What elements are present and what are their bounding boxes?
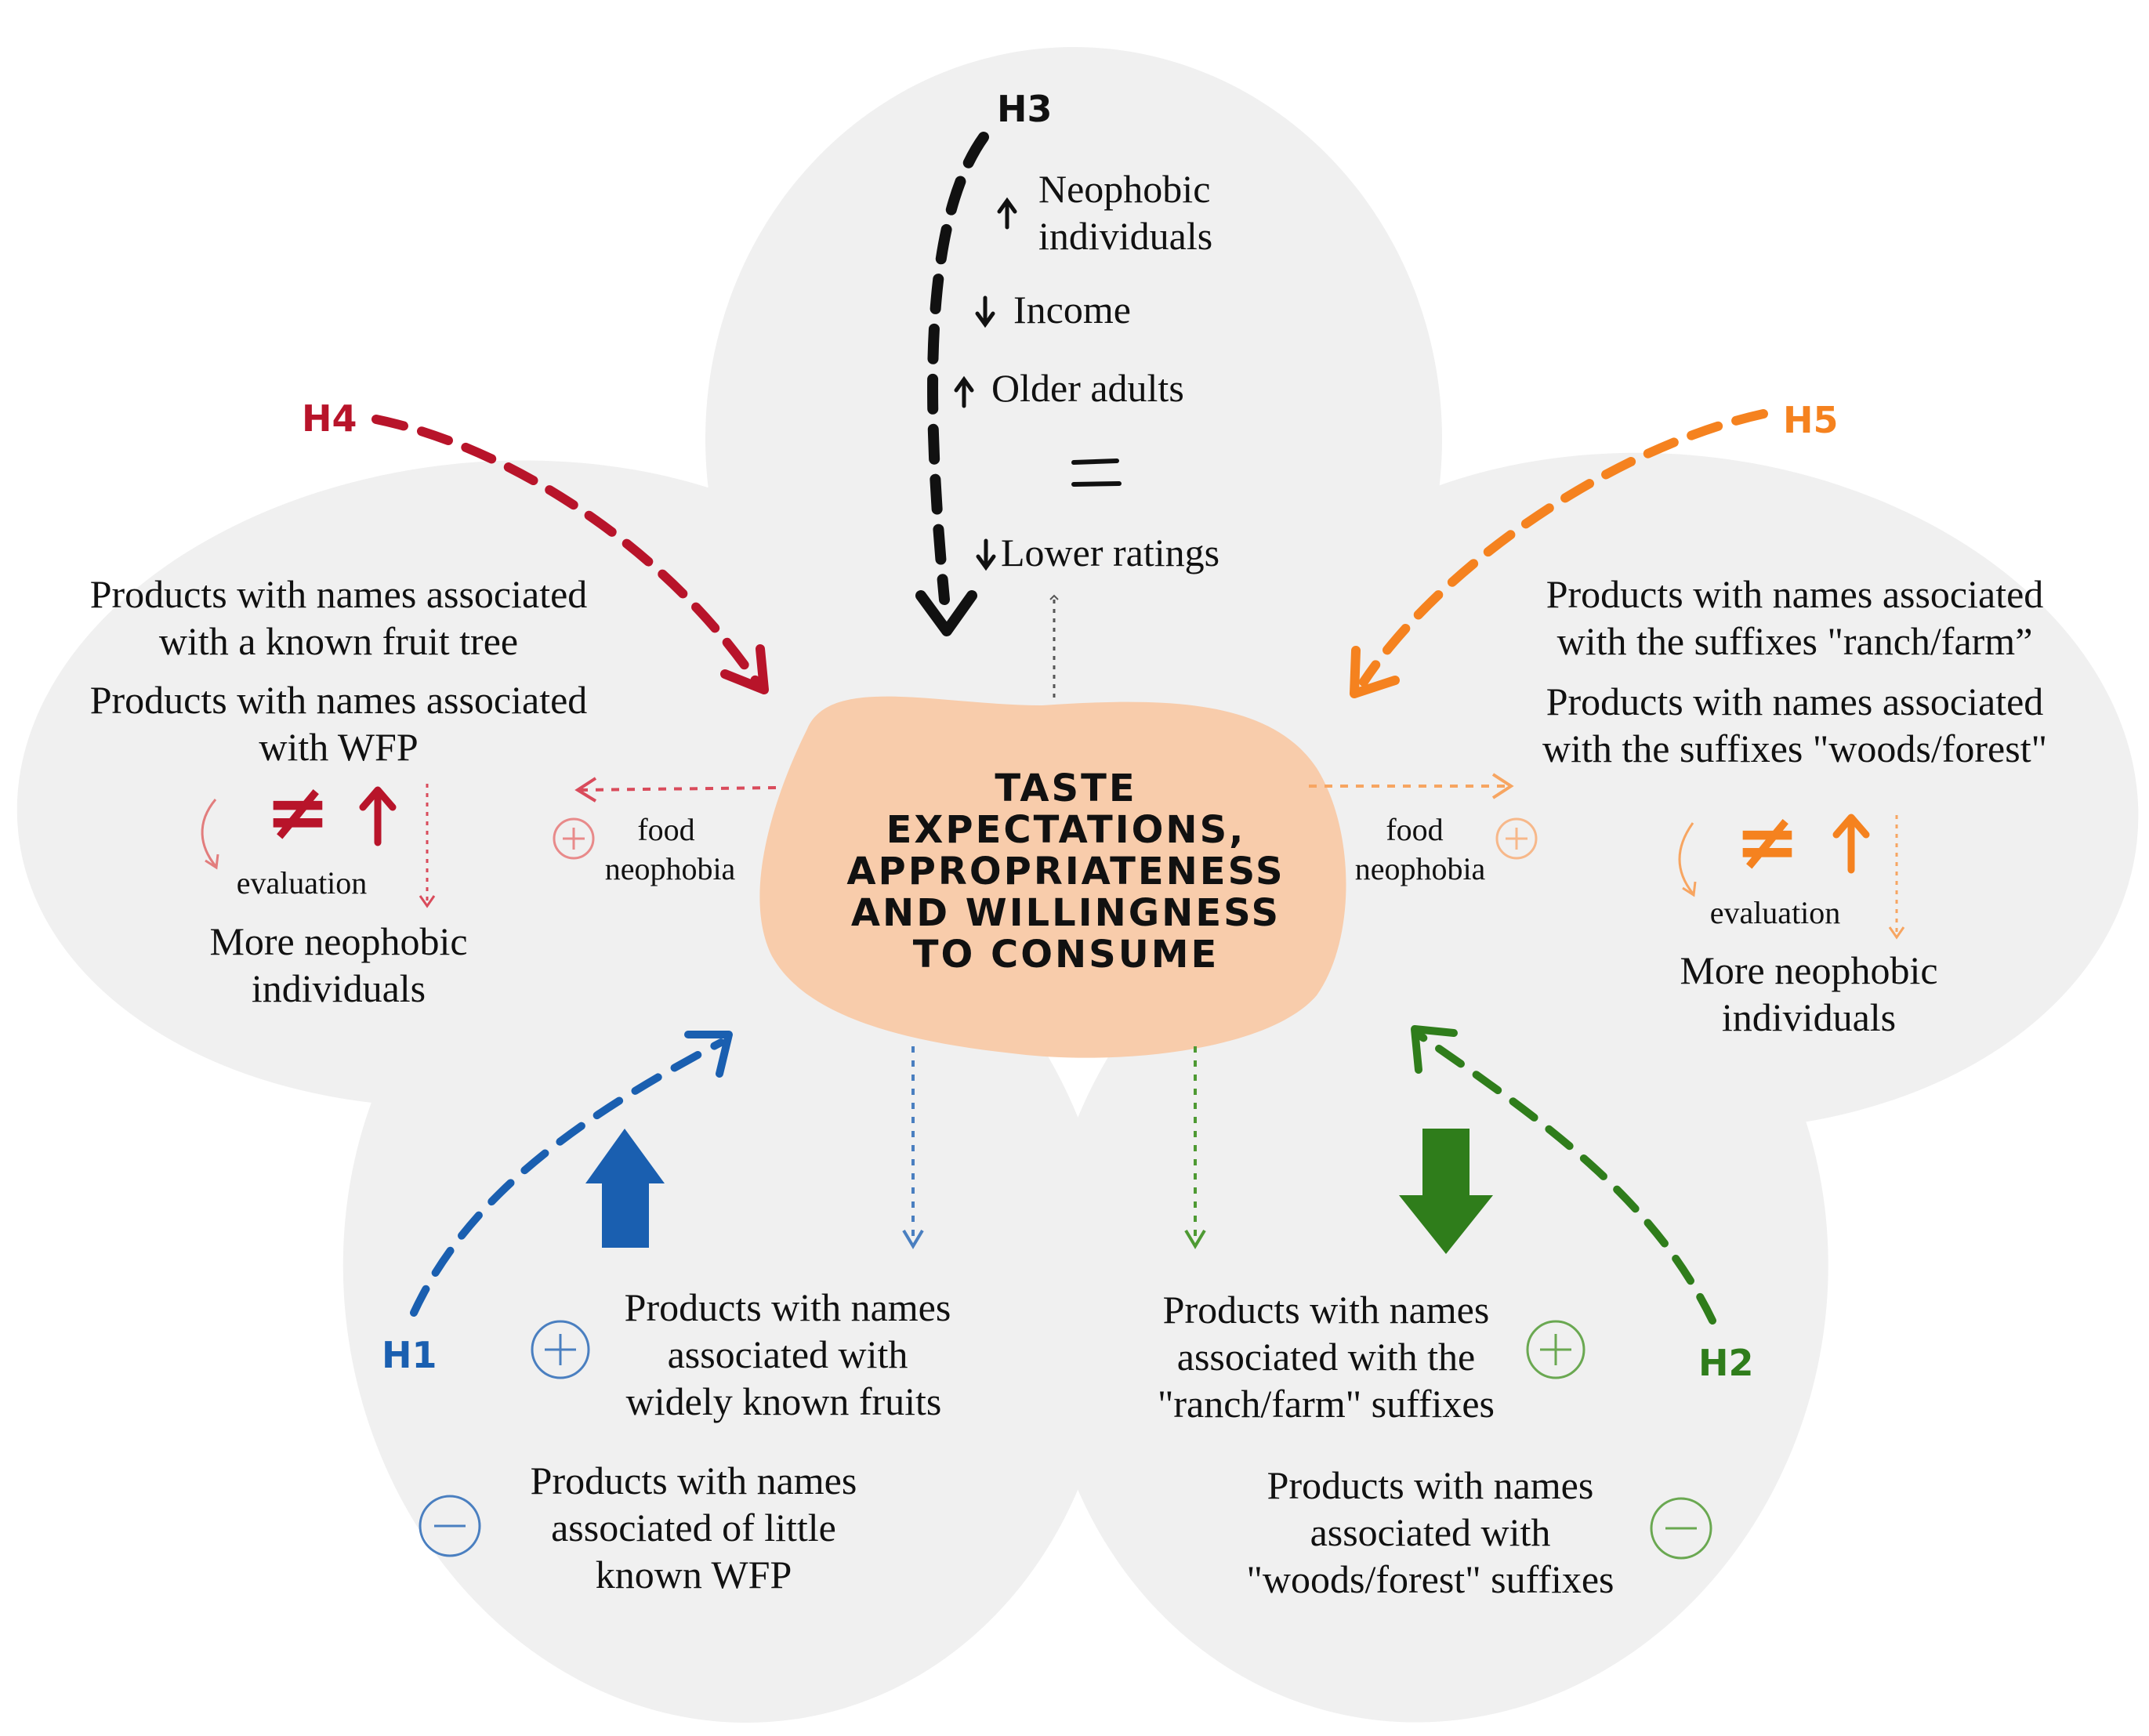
h4-group: H4 Products with names associated with a… bbox=[90, 397, 777, 1010]
h4-text-1-line-1: Products with names associated bbox=[90, 572, 588, 616]
h1-plus-text-line-3: widely known fruits bbox=[626, 1379, 942, 1423]
h1-group: H1 Products with names associated with w… bbox=[382, 1031, 951, 1596]
h5-text-2-line-1: Products with names associated bbox=[1546, 680, 2044, 723]
plus-circle-icon bbox=[531, 1320, 590, 1379]
h4-curved-thin-arrow-head bbox=[205, 854, 219, 870]
minus-circle-icon bbox=[1650, 1497, 1712, 1560]
h2-plus-text-line-1: Products with names bbox=[1163, 1288, 1490, 1332]
h5-evaluation: evaluation bbox=[1710, 895, 1841, 930]
h2-group: H2 Products with names associated with t… bbox=[1158, 1025, 1754, 1601]
plus-circle-icon bbox=[1495, 817, 1538, 860]
h4-text-1-line-2: with a known fruit tree bbox=[159, 619, 518, 663]
center-blob bbox=[759, 696, 1346, 1058]
down-arrow-icon bbox=[976, 538, 996, 571]
h5-group: H5 Products with names associated with t… bbox=[1309, 399, 2047, 1039]
h2-dashed-arrow bbox=[1415, 1031, 1716, 1325]
up-arrow-icon bbox=[1832, 814, 1870, 874]
h2-plus-text-line-3: "ranch/farm" suffixes bbox=[1158, 1382, 1495, 1426]
center-title: TASTE EXPECTATIONS, APPROPRIATENESS AND … bbox=[846, 767, 1285, 977]
h4-curved-thin-arrow bbox=[201, 799, 217, 867]
h1-plus-text-line-1: Products with names bbox=[625, 1285, 951, 1329]
equals-sign bbox=[1071, 458, 1122, 487]
h5-text-1-line-1: Products with names associated bbox=[1546, 572, 2044, 616]
big-down-arrow-icon bbox=[1399, 1129, 1493, 1254]
h5-dotted-down-arrow-head bbox=[1888, 926, 1905, 940]
h5-curved-thin-arrow-head bbox=[1682, 881, 1697, 897]
h4-food-neophobia-line-2: neophobia bbox=[605, 851, 736, 886]
center-title-line-2: EXPECTATIONS, bbox=[886, 808, 1246, 852]
h1-minus-text-line-2: associated of little bbox=[551, 1506, 836, 1549]
h1-arrow-head bbox=[684, 1031, 733, 1078]
h2-dotted-down-arrow-head bbox=[1184, 1229, 1206, 1249]
center-title-line-3: APPROPRIATENESS bbox=[846, 850, 1285, 893]
petal-bottom-left bbox=[342, 847, 1115, 1723]
h4-more-neophobic-line-1: More neophobic bbox=[209, 919, 467, 963]
h5-text-1-line-2: with the suffixes "ranch/farm” bbox=[1557, 619, 2033, 663]
h5-food-neophobia-line-1: food bbox=[1386, 812, 1443, 847]
h5-curved-thin-arrow bbox=[1678, 822, 1694, 894]
h2-minus-text-line-2: associated with bbox=[1310, 1510, 1551, 1554]
petal-bottom-right bbox=[1040, 848, 1828, 1723]
h4-dashed-arrow bbox=[371, 415, 761, 687]
h2-minus-text-line-1: Products with names bbox=[1267, 1463, 1594, 1507]
h1-dashed-arrow bbox=[410, 1038, 725, 1317]
h1-dotted-down-arrow-head bbox=[902, 1229, 924, 1249]
h1-minus-text-line-3: known WFP bbox=[596, 1553, 792, 1596]
h5-label: H5 bbox=[1783, 399, 1839, 441]
h2-plus-text-line-2: associated with the bbox=[1177, 1335, 1475, 1379]
h3-neophobic-line-2: individuals bbox=[1038, 214, 1212, 258]
h5-dotted-right-arrow-head bbox=[1491, 773, 1514, 799]
h5-not-equal-sign: ≠ bbox=[1734, 796, 1800, 887]
h3-lower-ratings: Lower ratings bbox=[1001, 531, 1219, 574]
h5-more-neophobic-line-2: individuals bbox=[1722, 995, 1896, 1039]
h3-income: Income bbox=[1013, 288, 1131, 332]
h5-more-neophobic-line-1: More neophobic bbox=[1680, 948, 1937, 992]
h4-dotted-down-arrow-head bbox=[419, 895, 436, 908]
h4-arrow-head bbox=[720, 644, 769, 694]
h4-more-neophobic-line-2: individuals bbox=[252, 966, 426, 1010]
h1-plus-text-line-2: associated with bbox=[668, 1332, 908, 1376]
h5-text-2-line-2: with the suffixes "woods/forest" bbox=[1542, 727, 2047, 770]
minus-circle-icon bbox=[419, 1495, 481, 1557]
h3-arrow-head bbox=[915, 590, 977, 636]
down-arrow-icon bbox=[975, 295, 995, 328]
h2-minus-text-line-3: "woods/forest" suffixes bbox=[1246, 1557, 1614, 1601]
big-up-arrow-icon bbox=[585, 1129, 665, 1248]
h2-label: H2 bbox=[1698, 1342, 1754, 1384]
up-arrow-icon bbox=[997, 197, 1017, 230]
up-arrow-icon bbox=[359, 786, 397, 846]
h4-dotted-left-arrow bbox=[579, 786, 777, 792]
plus-circle-icon bbox=[553, 817, 595, 860]
flower-petals bbox=[16, 47, 2139, 1723]
h3-older-adults: Older adults bbox=[991, 366, 1184, 410]
h4-food-neophobia-line-1: food bbox=[637, 812, 694, 847]
h5-dashed-arrow bbox=[1359, 409, 1768, 687]
h4-text-2-line-2: with WFP bbox=[259, 725, 418, 769]
up-arrow-icon bbox=[954, 375, 974, 408]
h4-evaluation: evaluation bbox=[237, 865, 368, 901]
center-title-line-4: AND WILLINGNESS bbox=[851, 891, 1281, 935]
h4-not-equal-sign: ≠ bbox=[265, 766, 331, 857]
center-title-line-5: TO CONSUME bbox=[913, 933, 1219, 977]
h1-minus-text-line-1: Products with names bbox=[531, 1459, 857, 1502]
center-title-line-1: TASTE bbox=[995, 767, 1136, 810]
h4-dotted-left-arrow-head bbox=[574, 777, 597, 803]
h4-label: H4 bbox=[302, 397, 357, 440]
h1-label: H1 bbox=[382, 1334, 437, 1376]
h3-neophobic-line-1: Neophobic bbox=[1038, 167, 1210, 211]
h2-arrow-head bbox=[1411, 1025, 1458, 1074]
h3-group: H3 Neophobic individuals Income Older ad… bbox=[915, 88, 1219, 698]
h3-label: H3 bbox=[997, 88, 1053, 130]
h5-arrow-head bbox=[1350, 646, 1400, 698]
h3-dashed-arrow bbox=[927, 132, 989, 605]
plus-circle-icon bbox=[1526, 1320, 1585, 1379]
h4-text-2-line-1: Products with names associated bbox=[90, 678, 588, 722]
h5-food-neophobia-line-2: neophobia bbox=[1355, 851, 1486, 886]
